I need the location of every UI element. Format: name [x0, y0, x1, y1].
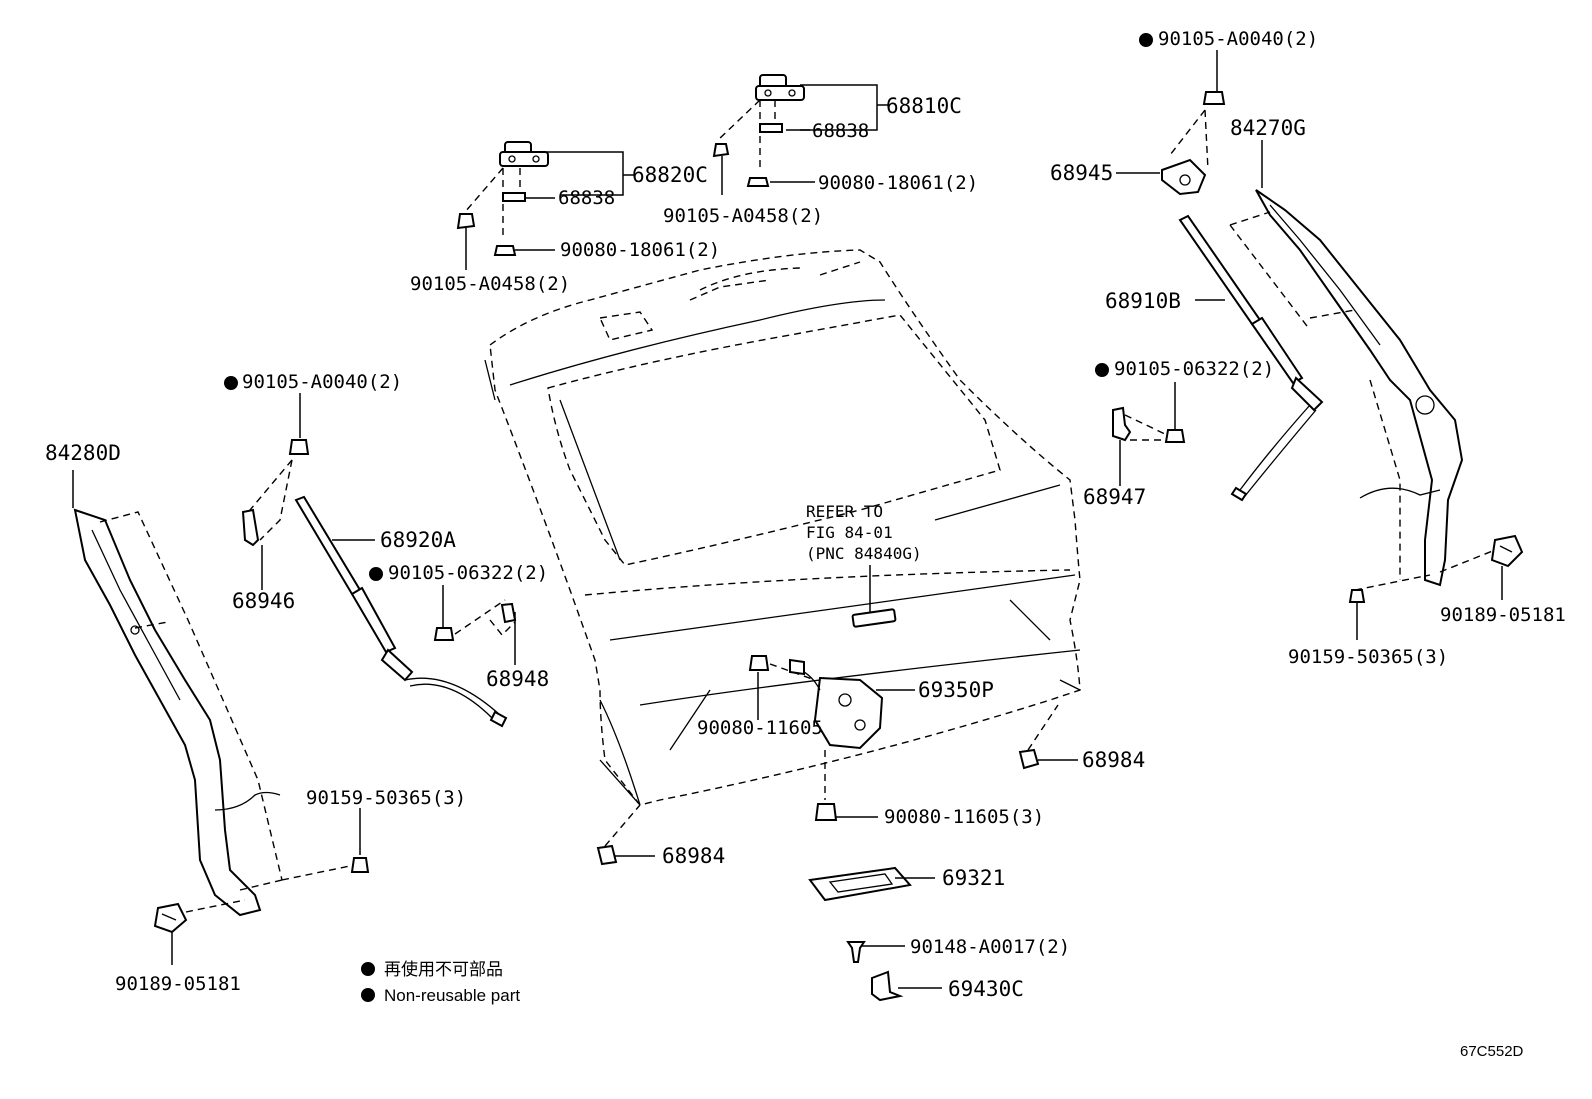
bolt-90105-A0040-left: [224, 376, 310, 455]
cushion-68984-right: [1018, 704, 1078, 770]
screw-90148-A0017: [846, 941, 905, 963]
hinge-68810C: [712, 74, 890, 195]
label-90105-06322-left: 90105-06322(2): [388, 562, 548, 584]
legend-japanese: 再使用不可部品: [384, 959, 503, 979]
label-90159-50365-left: 90159-50365(3): [306, 787, 466, 809]
label-69321: 69321: [942, 866, 1005, 890]
label-68984-left: 68984: [662, 844, 725, 868]
label-68838-b: 68838: [558, 187, 615, 209]
label-90189-05181-left: 90189-05181: [115, 973, 241, 995]
part-labels: 68810C 68838 90080-18061(2) 90105-A0458(…: [45, 28, 1566, 1001]
refer-note-line1: REFER TO: [806, 502, 883, 521]
label-90080-18061-a: 90080-18061(2): [818, 172, 978, 194]
refer-note-line3: (PNC 84840G): [806, 544, 922, 563]
bracket-68946: [241, 459, 293, 590]
label-90159-50365-right: 90159-50365(3): [1288, 646, 1448, 668]
label-68820C: 68820C: [632, 163, 708, 187]
bolt-90105-A0040-top: [1139, 33, 1226, 105]
legend-english: Non-reusable part: [384, 986, 520, 1005]
strut-68920A: [294, 495, 508, 728]
label-84280D: 84280D: [45, 441, 121, 465]
label-68910B: 68910B: [1105, 289, 1181, 313]
refer-note: REFER TO FIG 84-01 (PNC 84840G): [806, 502, 922, 612]
label-69430C: 69430C: [948, 977, 1024, 1001]
label-90148-A0017: 90148-A0017(2): [910, 936, 1070, 958]
cushion-68984-left: [596, 804, 655, 866]
label-68945: 68945: [1050, 161, 1113, 185]
clip-90189-05181-right: [1490, 534, 1524, 600]
bolt-90105-06322-right: [1095, 363, 1186, 443]
screw-90159-50365-right: [1348, 589, 1366, 640]
bolt-90080-11605-a: [748, 655, 816, 720]
label-90105-A0458-b: 90105-A0458(2): [410, 273, 570, 295]
strut-68910B: [1178, 214, 1324, 502]
label-68946: 68946: [232, 589, 295, 613]
bracket-68945: [1116, 109, 1209, 196]
label-69350P: 69350P: [918, 678, 994, 702]
label-68948: 68948: [486, 667, 549, 691]
switch-69430C: [871, 970, 942, 1002]
bracket-68948: [454, 599, 517, 665]
trim-84270G: [1229, 140, 1496, 591]
label-68838-a: 68838: [812, 120, 869, 142]
bracket-68947: [1112, 406, 1166, 486]
bolt-90080-11605-b: [814, 803, 878, 821]
label-90105-06322-right: 90105-06322(2): [1114, 358, 1274, 380]
trim-84280D: [72, 470, 283, 917]
legend-bullet-jp: [361, 962, 375, 976]
refer-note-line2: FIG 84-01: [806, 523, 893, 542]
label-90189-05181-right: 90189-05181: [1440, 604, 1566, 626]
lock-69350P: [789, 658, 915, 800]
diagram-code: 67C552D: [1460, 1043, 1524, 1060]
bolt-90105-06322-left: [369, 567, 455, 641]
label-68810C: 68810C: [886, 94, 962, 118]
label-90105-A0458-a: 90105-A0458(2): [663, 205, 823, 227]
label-90105-A0040-left: 90105-A0040(2): [242, 371, 402, 393]
label-90080-18061-b: 90080-18061(2): [560, 239, 720, 261]
legend-bullet-en: [361, 988, 375, 1002]
label-68984-right: 68984: [1082, 748, 1145, 772]
label-68920A: 68920A: [380, 528, 456, 552]
label-90105-A0040-top: 90105-A0040(2): [1158, 28, 1318, 50]
label-84270G: 84270G: [1230, 116, 1306, 140]
handle-69321: [808, 866, 935, 902]
hinge-68820C: [456, 141, 635, 270]
legend: 再使用不可部品 Non-reusable part: [361, 959, 520, 1005]
label-90080-11605-b: 90080-11605(3): [884, 806, 1044, 828]
label-68947: 68947: [1083, 485, 1146, 509]
screw-90159-50365-left: [281, 808, 370, 881]
clip-90189-05181-left: [153, 899, 246, 965]
label-90080-11605-a: 90080-11605: [697, 717, 823, 739]
